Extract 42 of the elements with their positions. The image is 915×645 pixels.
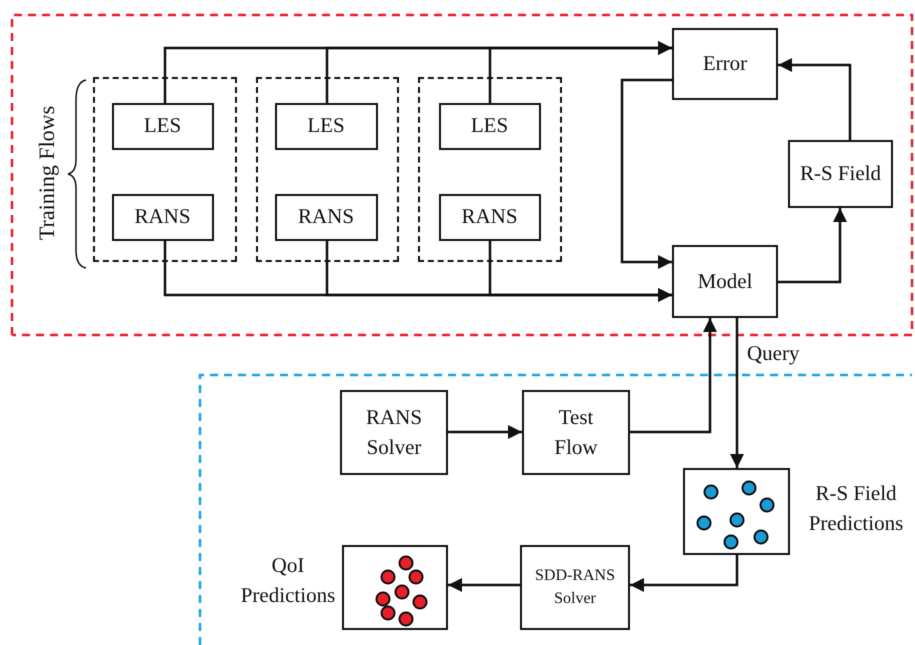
process-box — [112, 194, 214, 240]
box-label: RANS — [298, 203, 354, 230]
box-label: LES — [470, 112, 508, 140]
box-label: LES — [307, 112, 345, 140]
node-caption: R-S Field Predictions — [808, 480, 904, 538]
box-label: RANS — [461, 203, 518, 230]
dashed-group-box — [93, 77, 237, 262]
arrow — [630, 318, 717, 434]
dashed-group-box — [418, 77, 562, 262]
arrow — [488, 241, 672, 302]
process-box — [438, 102, 540, 150]
process-box — [438, 194, 540, 240]
scatter-box — [683, 468, 790, 555]
side-label: Training Flows — [34, 106, 60, 240]
arrow — [778, 58, 852, 140]
process-box — [340, 390, 448, 475]
box-label: RANS Solver — [364, 404, 424, 460]
process-box — [788, 140, 893, 208]
box-label: Model — [698, 268, 752, 295]
process-box — [520, 545, 630, 630]
box-label: SDD-RANS Solver — [534, 566, 616, 608]
process-box — [522, 390, 630, 475]
process-box — [672, 28, 778, 100]
arrow — [620, 78, 672, 269]
box-label: Test Flow — [553, 404, 599, 460]
box-label: LES — [144, 112, 182, 140]
arrow — [778, 208, 847, 284]
arrow — [730, 318, 744, 468]
process-box — [274, 102, 378, 150]
box-label: R-S Field — [800, 160, 882, 188]
box-label: Error — [702, 50, 748, 78]
arrow — [448, 578, 520, 592]
box-label: RANS — [134, 203, 191, 230]
arrow — [488, 41, 672, 103]
process-box — [672, 245, 778, 318]
process-box — [274, 194, 378, 240]
process-box — [112, 102, 214, 150]
dashed-group-box — [256, 77, 399, 262]
arrow — [448, 425, 522, 439]
scatter-box — [342, 545, 448, 630]
arrow — [630, 555, 738, 592]
node-caption: QoI Predictions — [240, 552, 336, 610]
